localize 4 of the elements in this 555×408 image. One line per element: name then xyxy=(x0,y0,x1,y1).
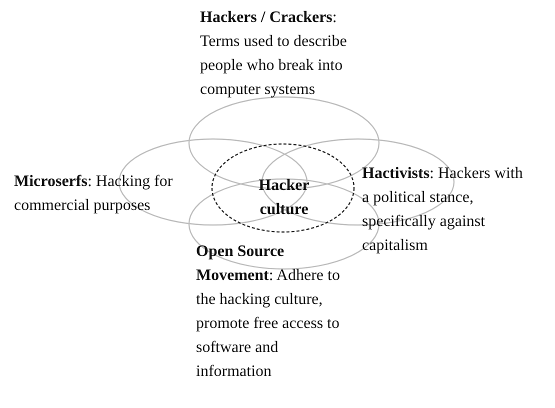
description-text: Hackers / Crackers: Terms used to describe people who break into computer systems xyxy=(200,6,352,102)
description-text: Hactivists: Hackers with a political stance, specifically against capitalism xyxy=(362,162,524,258)
description-text: Microserfs: Hacking for commercial purposes xyxy=(14,170,182,218)
description-text: Open Source Movement: Adhere to the hacking culture, promote free access to software and information xyxy=(196,240,354,384)
